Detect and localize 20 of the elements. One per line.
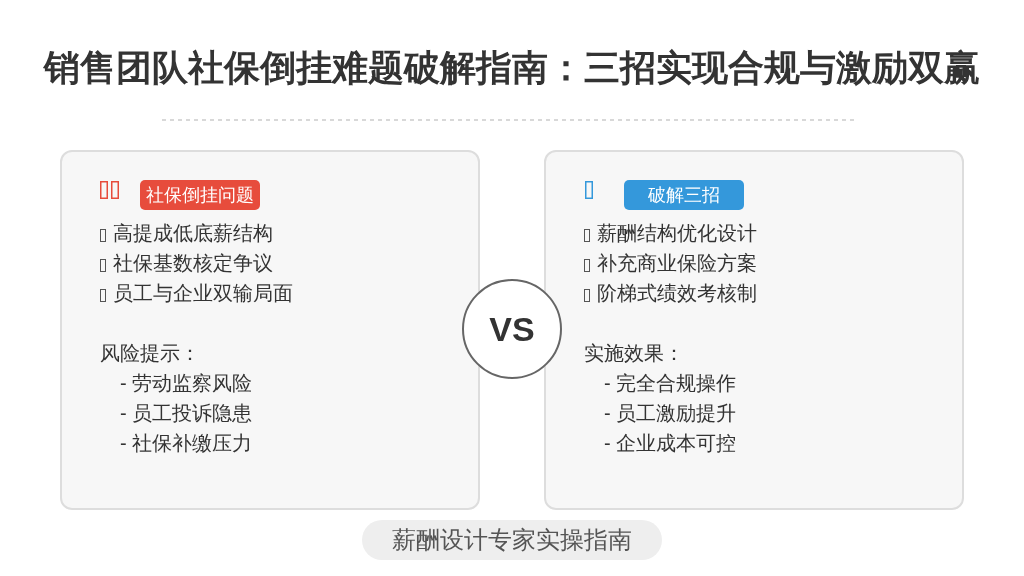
list-item: 薪酬结构优化设计: [597, 221, 757, 246]
section-heading: 实施效果：: [584, 341, 684, 366]
badge: 破解三招: [624, 180, 744, 210]
panel: [544, 150, 964, 510]
list-item: - 员工激励提升: [604, 401, 737, 426]
list-item: - 劳动监察风险: [120, 371, 253, 396]
list-item: 高提成低底薪结构: [113, 221, 273, 246]
list-item: 社保基数核定争议: [113, 251, 273, 276]
list-item: - 完全合规操作: [604, 371, 737, 396]
section-heading: 风险提示：: [100, 341, 200, 366]
list-item: - 企业成本可控: [604, 431, 737, 456]
list-item: - 员工投诉隐患: [120, 401, 253, 426]
badge: 社保倒挂问题: [140, 180, 260, 210]
title: 销售团队社保倒挂难题破解指南：三招实现合规与激励双赢: [44, 46, 980, 90]
list-item: 员工与企业双输局面: [113, 281, 293, 306]
panel: [60, 150, 480, 510]
list-item: - 社保补缴压力: [120, 431, 253, 456]
list-item: 补充商业保险方案: [597, 251, 757, 276]
list-item: 阶梯式绩效考核制: [597, 281, 757, 306]
footer-pill: 薪酬设计专家实操指南: [362, 520, 662, 560]
